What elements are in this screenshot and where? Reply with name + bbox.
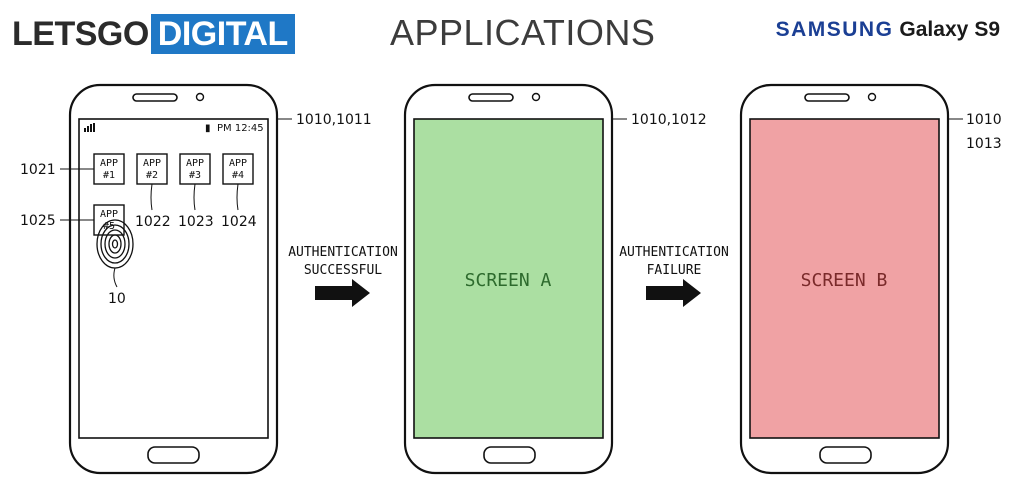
ref-label-app-5: 1025	[20, 213, 56, 229]
battery-icon: ▮	[205, 123, 211, 134]
arrow-1-caption-line-1: AUTHENTICATION	[288, 245, 398, 260]
speaker-grille	[804, 93, 850, 102]
brand-samsung: SAMSUNG	[775, 18, 894, 41]
screen-a-label: SCREEN A	[465, 270, 552, 291]
app-label: APP	[100, 209, 118, 220]
front-camera	[195, 92, 205, 102]
ref-label-app-2: 1022	[135, 214, 171, 230]
ref-label-phone-3-line-1: 1010	[966, 112, 1002, 128]
ref-label-app-4: 1024	[221, 214, 257, 230]
app-icon[interactable]: APP #4	[222, 153, 254, 185]
phone-3	[739, 83, 963, 475]
app-icon[interactable]: APP #2	[136, 153, 168, 185]
screen-b-label: SCREEN B	[801, 270, 888, 291]
app-number: #1	[103, 170, 115, 181]
right-arrow-icon	[646, 279, 701, 307]
page-title: APPLICATIONS	[390, 12, 656, 53]
brand-s9: S9	[974, 18, 1000, 41]
app-label: APP	[229, 158, 247, 169]
logo-text-digital: DIGITAL	[150, 14, 295, 54]
phone-3-screen	[749, 118, 940, 439]
speaker-grille	[132, 93, 178, 102]
phone-1: ▮ PM 12:45 APP #1 APP #2 APP #3 APP #4 A…	[59, 83, 292, 475]
app-label: APP	[186, 158, 204, 169]
signal-icon	[84, 123, 95, 132]
brand-galaxy: Galaxy	[899, 18, 969, 41]
ref-label-app-3: 1023	[178, 214, 214, 230]
ref-label-phone-1: 1010,1011	[296, 112, 372, 128]
arrow-2-caption-line-1: AUTHENTICATION	[619, 245, 729, 260]
app-number: #3	[189, 170, 201, 181]
phone-2	[403, 83, 627, 475]
fingerprint-icon	[96, 219, 134, 269]
app-icon[interactable]: APP #1	[93, 153, 125, 185]
ref-label-phone-2: 1010,1012	[631, 112, 707, 128]
home-button	[819, 446, 872, 464]
front-camera	[531, 92, 541, 102]
arrow-authentication-successful: AUTHENTICATION SUCCESSFUL	[288, 245, 398, 307]
phone-2-screen	[413, 118, 604, 439]
arrow-authentication-failure: AUTHENTICATION FAILURE	[619, 245, 729, 307]
app-number: #2	[146, 170, 158, 181]
app-icon[interactable]: APP #3	[179, 153, 211, 185]
home-button	[483, 446, 536, 464]
app-label: APP	[100, 158, 118, 169]
arrow-1-caption-line-2: SUCCESSFUL	[304, 263, 382, 278]
app-number: #4	[232, 170, 244, 181]
logo-text-letsgo: LETSGO	[12, 15, 149, 53]
status-time: PM 12:45	[217, 123, 264, 134]
ref-label-finger: 10	[108, 291, 126, 307]
right-arrow-icon	[315, 279, 370, 307]
app-label: APP	[143, 158, 161, 169]
phone-1-leader-lines	[59, 118, 292, 288]
ref-label-phone-3-line-2: 1013	[966, 136, 1002, 152]
arrow-2-caption-line-2: FAILURE	[647, 263, 702, 278]
ref-label-app-1: 1021	[20, 162, 56, 178]
speaker-grille	[468, 93, 514, 102]
home-button	[147, 446, 200, 464]
letsgodigital-logo: LETSGO DIGITAL	[12, 14, 295, 54]
samsung-galaxy-brand: SAMSUNG Galaxy S9	[776, 18, 1000, 42]
app-icon[interactable]: APP #5	[93, 204, 125, 236]
front-camera	[867, 92, 877, 102]
